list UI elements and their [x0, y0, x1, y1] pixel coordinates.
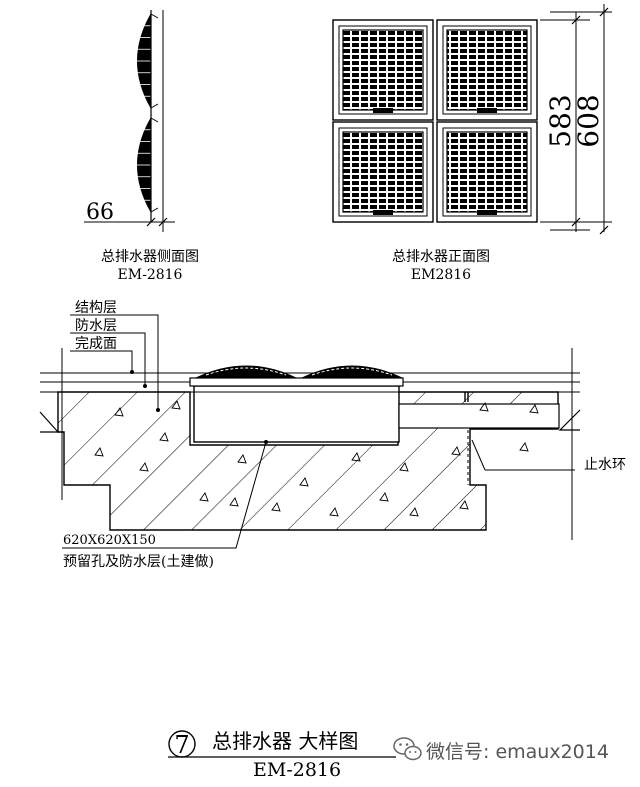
outlet-pipe [398, 403, 560, 429]
title-block: 7 总排水器 大样图 EM-2816 [168, 729, 396, 781]
water-stop-label: 止水环 [584, 457, 626, 473]
leader-structure [70, 314, 159, 410]
opening-size-label: 620X620X150 [63, 533, 156, 548]
side-view-domes [136, 12, 159, 214]
grate-panel [332, 121, 434, 223]
front-view: 583 608 总排水器正面图 EM2816 [332, 4, 612, 283]
concrete-aggregate [94, 400, 539, 517]
layer-label-waterproof: 防水层 [75, 318, 117, 334]
side-dimension-label: 66 [86, 200, 114, 225]
watermark-text: 微信号: emaux2014 [426, 741, 609, 763]
wechat-icon [393, 737, 422, 761]
leader-waterproof [70, 332, 146, 386]
leader-finish [70, 350, 133, 372]
front-view-caption: 总排水器正面图 [392, 249, 490, 265]
side-view-caption: 总排水器侧面图 [101, 249, 199, 265]
layer-label-structure: 结构层 [75, 300, 117, 316]
leader-opening [62, 441, 267, 549]
side-view: 66 总排水器侧面图 EM-2816 [84, 10, 199, 283]
drain-flange [189, 377, 404, 387]
grate-dome-right [301, 365, 403, 379]
detail-title: 总排水器 大样图 [212, 729, 358, 753]
break-line-right [558, 409, 581, 431]
front-view-grates [332, 19, 538, 223]
watermark: 微信号: emaux2014 [393, 737, 609, 763]
front-view-model: EM2816 [411, 267, 471, 283]
opening-note-label: 预留孔及防水层(土建做) [63, 554, 214, 570]
grate-panel [332, 19, 434, 121]
detail-number: 7 [174, 731, 189, 759]
drain-body [193, 385, 400, 443]
grate-dome-left [195, 365, 297, 379]
front-dimension-583: 583 [544, 94, 577, 147]
side-view-model: EM-2816 [118, 267, 183, 283]
break-line-left [39, 411, 60, 433]
section-view: 止水环 结构层 防水层 完成面 620X620X150 预留孔及防水层(土建做) [39, 300, 626, 570]
detail-model: EM-2816 [253, 759, 341, 781]
front-dimension-608: 608 [572, 94, 605, 147]
layer-label-finish: 完成面 [75, 336, 117, 352]
grate-panel [436, 121, 538, 223]
grate-panel [436, 19, 538, 121]
